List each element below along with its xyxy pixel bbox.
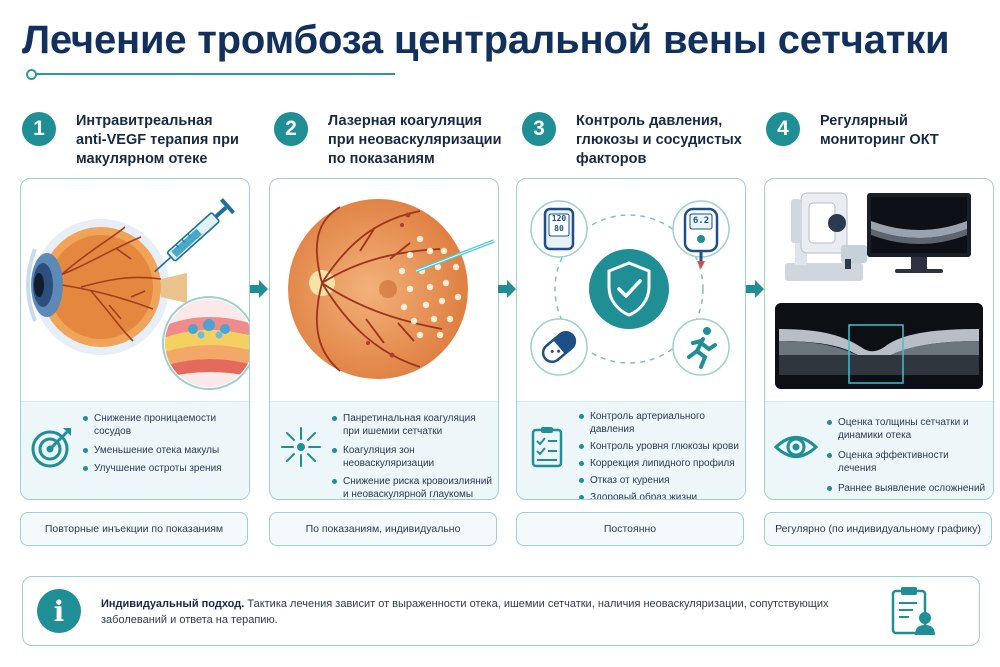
bp-systolic-readout: 120 (551, 214, 567, 223)
list-item: Отказ от курения (577, 474, 741, 487)
step-1-frequency: Повторные инъекции по показаниям (20, 512, 248, 546)
individual-approach-note: i Индивидуальный подход. Тактика лечения… (22, 576, 980, 646)
risk-factors-illustration: 120 80 6.2 (517, 179, 745, 401)
step-2-effects-panel: Панретинальная коагуляция при ишемии сет… (270, 401, 498, 499)
step-3-effects-list: Контроль артериального давления Контроль… (577, 410, 741, 499)
step-1-title: Интравитреальная anti-VEGF терапия при м… (76, 113, 239, 167)
list-item: Панретинальная коагуляция при ишемии сет… (330, 412, 494, 438)
list-item: Оценка эффективности лечения (825, 449, 989, 475)
step-3-card: 120 80 6.2 Контроль артериального давлен… (516, 178, 746, 500)
step-3-frequency: Постоянно (516, 512, 744, 546)
step-2-header: 2 Лазерная коагуляция при неоваскуляриза… (274, 112, 504, 169)
info-heading: Индивидуальный подход. (101, 598, 245, 610)
retina-laser-illustration (288, 199, 495, 379)
list-item: Уменьшение отека макулы (81, 444, 245, 457)
list-item: Снижение проницаемости сосудов (81, 412, 245, 438)
step-arrow-icon (250, 280, 268, 298)
list-item: Коррекция липидного профиля (577, 457, 741, 470)
list-item: Оценка толщины сетчатки и динамики отека (825, 416, 989, 442)
eye-injection-illustration (26, 198, 249, 390)
list-item: Раннее выявление осложнений (825, 482, 989, 495)
step-2-number: 2 (274, 112, 308, 146)
list-item: Снижение риска кровоизлияний и неоваскул… (330, 475, 494, 499)
title-underline (30, 73, 395, 75)
step-4-card: Оценка толщины сетчатки и динамики отека… (764, 178, 994, 500)
step-4-number: 4 (766, 112, 800, 146)
laser-burst-icon (281, 427, 321, 467)
info-body: Тактика лечения зависит от выраженности … (101, 598, 829, 626)
step-2-effects-list: Панретинальная коагуляция при ишемии сет… (330, 412, 494, 499)
step-4-effects-panel: Оценка толщины сетчатки и динамики отека… (765, 401, 993, 499)
list-item: Улучшение остроты зрения (81, 462, 245, 475)
step-4-header: 4 Регулярный мониторинг ОКТ (766, 112, 950, 150)
clipboard-doctor-icon (891, 587, 935, 635)
list-item: Коагуляция зон неоваскуляризации (330, 444, 494, 470)
step-4-frequency: Регулярно (по индивидуальному графику) (764, 512, 992, 546)
glucose-readout: 6.2 (692, 216, 710, 226)
step-arrow-icon (746, 280, 764, 298)
oct-scanner-illustration (775, 192, 983, 389)
step-4-title: Регулярный мониторинг ОКТ (820, 113, 939, 148)
step-1-card: Снижение проницаемости сосудов Уменьшени… (20, 178, 250, 500)
list-item: Здоровый образ жизни (577, 491, 741, 499)
step-arrow-icon (498, 280, 516, 298)
step-3-effects-panel: Контроль артериального давления Контроль… (517, 401, 745, 499)
step-2-title: Лазерная коагуляция при неоваскуляризаци… (328, 113, 502, 167)
info-icon: i (37, 589, 81, 633)
page-title: Лечение тромбоза центральной вены сетчат… (22, 18, 950, 62)
step-3-number: 3 (522, 112, 556, 146)
step-4-effects-list: Оценка толщины сетчатки и динамики отека… (825, 416, 989, 499)
step-3-title: Контроль давления, глюкозы и сосудистых … (576, 113, 742, 167)
step-2-frequency: По показаниям, индивидуально (269, 512, 497, 546)
step-1-effects-list: Снижение проницаемости сосудов Уменьшени… (81, 412, 245, 481)
step-1-effects-panel: Снижение проницаемости сосудов Уменьшени… (21, 401, 249, 499)
bp-diastolic-readout: 80 (554, 224, 564, 233)
step-1-number: 1 (22, 112, 56, 146)
info-text: Индивидуальный подход. Тактика лечения з… (101, 597, 871, 628)
checklist-icon (531, 427, 563, 468)
eye-icon (773, 436, 819, 458)
step-2-card: Панретинальная коагуляция при ишемии сет… (269, 178, 499, 500)
step-1-header: 1 Интравитреальная anti-VEGF терапия при… (22, 112, 246, 169)
list-item: Контроль артериального давления (577, 410, 741, 436)
target-icon (31, 428, 71, 468)
title-underline-dot (26, 69, 37, 80)
list-item: Контроль уровня глюкозы крови (577, 440, 741, 453)
step-3-header: 3 Контроль давления, глюкозы и сосудисты… (522, 112, 746, 169)
